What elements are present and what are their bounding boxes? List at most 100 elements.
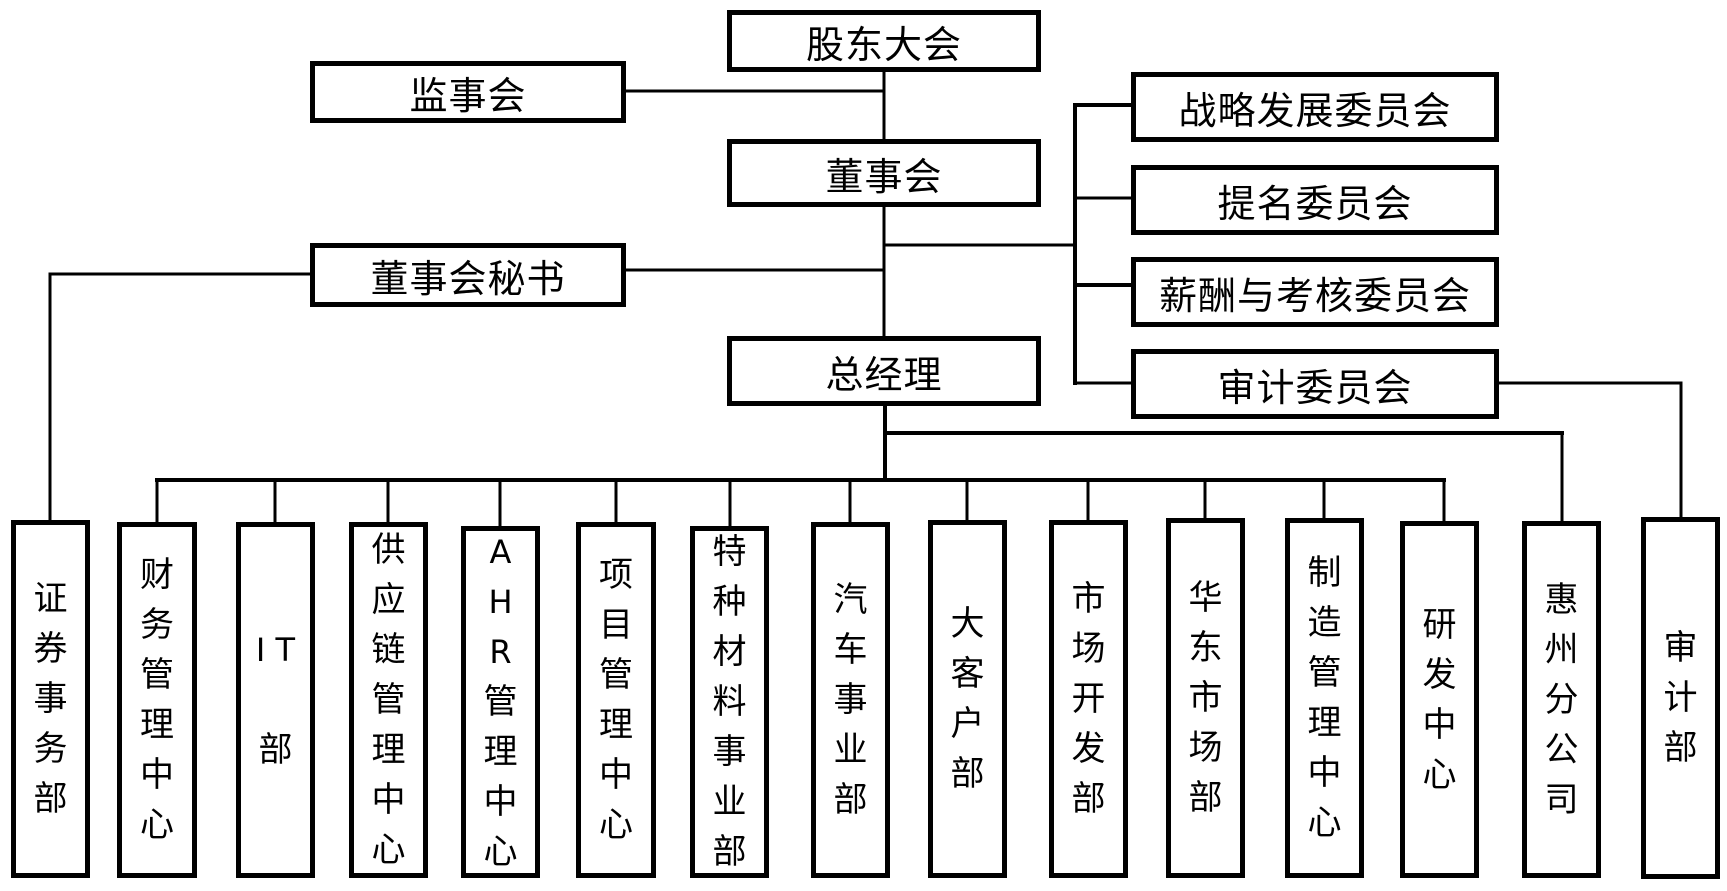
committee-label: 战略发展委员会	[1178, 88, 1452, 133]
department-label-char: 理	[483, 732, 518, 772]
department-label-char: 中	[483, 782, 518, 822]
department-label-char: 事	[833, 680, 868, 720]
department-box: 华东市场部	[1166, 518, 1245, 878]
department-label-char: 审	[1663, 628, 1698, 668]
department-label-char: 目	[599, 605, 633, 645]
node-label: 董事会	[825, 154, 943, 199]
department-label-char: 中	[1422, 704, 1457, 745]
committee-label: 审计委员会	[1217, 365, 1413, 410]
node-board-of-directors: 董事会	[727, 139, 1041, 207]
department-label-char: 心	[1307, 803, 1342, 843]
department-label-char: 管	[599, 655, 633, 695]
node-shareholders-meeting: 股东大会	[727, 10, 1041, 72]
department-label-char: 发	[1422, 654, 1457, 695]
department-label-char: 管	[1307, 653, 1342, 693]
department-label-char: 造	[1307, 603, 1342, 643]
department-label-char: 种	[712, 582, 747, 622]
department-label-char: 供	[371, 530, 406, 570]
department-label-char: 户	[950, 704, 985, 744]
department-box: 制造管理中心	[1285, 518, 1364, 878]
department-label-char: 中	[140, 755, 174, 795]
committee-nomination: 提名委员会	[1131, 165, 1499, 235]
department-box: 研发中心	[1400, 521, 1479, 878]
department-label-char: 心	[1422, 754, 1457, 795]
department-label-char: 部	[1663, 728, 1698, 768]
department-label-char: 理	[1307, 703, 1342, 743]
department-label-char: 研	[1422, 604, 1457, 645]
department-label-char: 应	[371, 580, 406, 620]
department-label-char: 链	[371, 630, 406, 670]
department-label-char: 部	[258, 730, 293, 770]
department-box: I T 部	[236, 522, 315, 878]
department-box: 特种材料事业部	[690, 526, 769, 878]
department-label-char: 心	[371, 830, 406, 870]
department-box: 财务管理中心	[117, 522, 197, 878]
node-label: 董事会秘书	[370, 256, 566, 301]
node-label: 监事会	[409, 73, 527, 118]
committee-label: 提名委员会	[1217, 181, 1413, 226]
department-label-char: 中	[371, 780, 406, 820]
department-label-char: 大	[950, 604, 985, 644]
department-label-char: 管	[371, 680, 406, 720]
department-label-char: 材	[712, 632, 747, 672]
department-label-char: 部	[950, 754, 985, 794]
department-label-char: 部	[33, 779, 68, 819]
department-label-char: 司	[1544, 779, 1579, 820]
department-label-char: I T	[255, 631, 296, 669]
department-label-char: 场	[1188, 728, 1223, 768]
department-label-char	[270, 675, 281, 725]
node-general-manager: 总经理	[727, 336, 1041, 406]
department-label-char: 事	[712, 732, 747, 772]
department-label-char: 市	[1071, 579, 1106, 619]
department-label-char: 证	[33, 579, 68, 619]
department-label-char: 部	[833, 780, 868, 820]
department-box: 大客户部	[928, 520, 1007, 878]
department-box: 惠州分公司	[1522, 521, 1601, 878]
department-label-char: 业	[833, 730, 868, 770]
department-label-char: 发	[1071, 729, 1106, 769]
department-label-char: 特	[712, 532, 747, 572]
department-label-char: 分	[1544, 679, 1579, 720]
department-label-char: 理	[599, 705, 633, 745]
department-box: 供应链管理中心	[349, 522, 428, 878]
department-label-char: 理	[140, 705, 174, 745]
department-label-char: 务	[33, 729, 68, 769]
department-label-char: 东	[1188, 628, 1223, 668]
department-label-char: 州	[1544, 629, 1579, 670]
department-label-char: 惠	[1544, 579, 1579, 620]
department-label-char: 车	[833, 630, 868, 670]
department-label-char: 项	[599, 555, 633, 595]
department-label-char: H	[488, 583, 513, 621]
department-box: 市场开发部	[1049, 520, 1128, 878]
node-label: 股东大会	[805, 22, 962, 67]
department-label-char: 制	[1307, 553, 1342, 593]
committee-strategy: 战略发展委员会	[1131, 72, 1499, 142]
department-label-char: 客	[950, 654, 985, 694]
department-label-char: 务	[140, 605, 174, 645]
department-label-char: 心	[483, 832, 518, 872]
department-label-char: 中	[599, 755, 633, 795]
committee-remuneration: 薪酬与考核委员会	[1131, 257, 1499, 327]
department-label-char: 部	[1188, 778, 1223, 818]
department-label-char: A	[489, 533, 512, 571]
department-label-char: 管	[483, 682, 518, 722]
node-supervisory-board: 监事会	[310, 61, 626, 123]
department-label-char: 华	[1188, 578, 1223, 618]
department-label-char: 理	[371, 730, 406, 770]
department-label-char: 汽	[833, 580, 868, 620]
node-label: 总经理	[825, 352, 943, 397]
committee-label: 薪酬与考核委员会	[1158, 273, 1471, 318]
department-label-char: 市	[1188, 678, 1223, 718]
department-label-char: 中	[1307, 753, 1342, 793]
department-label-char: 料	[712, 682, 747, 722]
department-box: 汽车事业部	[811, 522, 890, 878]
department-box: 审计部	[1641, 517, 1720, 879]
department-box: 项目管理中心	[576, 522, 656, 878]
department-label-char: 场	[1071, 629, 1106, 669]
department-label-char: 事	[33, 679, 68, 719]
department-label-char: 开	[1071, 679, 1106, 719]
department-label-char: 公	[1544, 729, 1579, 770]
